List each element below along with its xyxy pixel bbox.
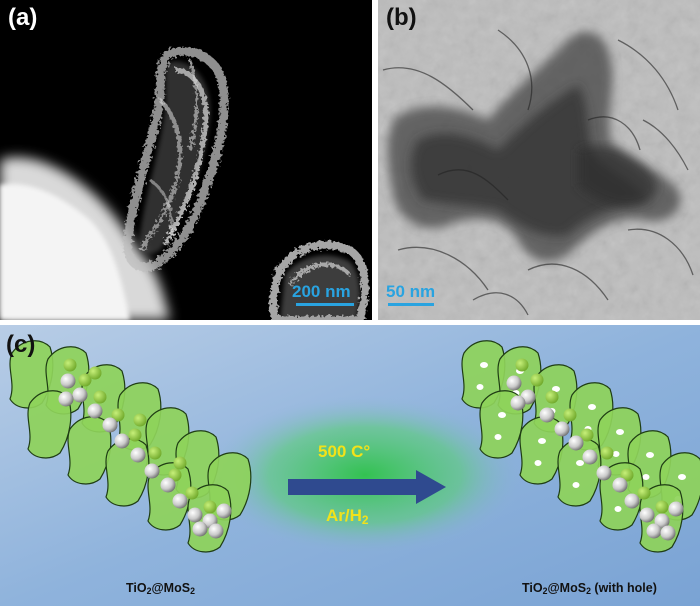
atmosphere-label: Ar/H2: [326, 506, 369, 527]
tem-image-b-graphic: [378, 0, 700, 320]
schematic-panel-c: (c) 500 C° Ar/H2 TiO2@MoS2 TiO2@MoS2 (wi…: [0, 325, 700, 606]
tem-image-panel-b: (b) 50 nm: [378, 0, 700, 320]
panel-b-label: (b): [386, 4, 417, 31]
scale-bar-b: [388, 303, 434, 306]
scale-label-a: 200 nm: [292, 282, 351, 301]
temperature-label: 500 C°: [318, 442, 371, 461]
left-structure-caption: TiO2@MoS2: [126, 581, 195, 597]
right-structure-caption: TiO2@MoS2 (with hole): [522, 581, 657, 597]
process-arrow: [288, 470, 446, 504]
panel-c-label: (c): [6, 331, 36, 358]
scale-label-b: 50 nm: [386, 282, 436, 301]
schematic-graphic: [0, 325, 700, 606]
scale-bar-a: [296, 303, 354, 306]
tem-image-panel-a: (a) 200 nm: [0, 0, 372, 320]
panel-a-label: (a): [8, 4, 38, 31]
tem-image-a-graphic: [0, 0, 372, 320]
